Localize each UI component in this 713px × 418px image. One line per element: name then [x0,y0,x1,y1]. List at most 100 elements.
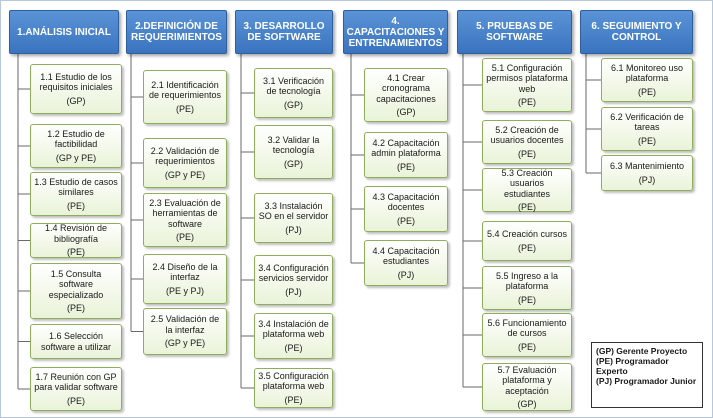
task-label: 3.5 Configuración plataforma web [258,370,329,392]
legend: (GP) Gerente Proyecto (PE) Programador E… [591,342,703,408]
phase-header-3: 3. DESARROLLO DE SOFTWARE [235,10,333,54]
task-box: 2.2 Validación de requerimientos (GP y PE… [143,138,227,188]
task-responsible: (PJ) [638,174,656,185]
task-label: 3.3 Instalación SO en el servidor [258,200,329,222]
task-responsible: (PE) [176,232,194,242]
task-box: 2.1 Identificación de requerimientos(PE) [143,70,227,124]
task-responsible: (PE) [518,97,536,107]
phase-header-2: 2.DEFINICIÓN DE REQUERIMIENTOS [126,10,227,54]
task-box: 5.3 Creación usuarios estudiantes (PE) [482,168,572,212]
task-label: 4.1 Crear cronograma capacitaciones [376,72,436,104]
task-box: 1.3 Estudio de casos similares (PE) [30,172,122,216]
task-label: 2.4 Diseño de la interfaz [152,261,218,283]
task-label: 1.4 Revisión de bibliografía [44,223,108,244]
task-responsible: (GP) [284,158,303,169]
task-label: 4.4 Capacitación estudiantes [372,245,440,267]
task-box: 4.3 Capacitación docentes (PE) [364,186,448,232]
task-label: 3.4 Configuración servicios servidor [258,262,329,284]
task-responsible: (GP y PE) [55,152,97,163]
task-box: 3.3 Instalación SO en el servidor (PJ) [254,193,333,243]
task-box: 5.5 Ingreso a la plataforma (PE) [482,266,572,310]
task-responsible: (PE) [67,200,85,211]
task-label: 6.3 Mantenimiento [609,161,685,171]
task-responsible: (PE) [284,342,303,353]
task-box: 3.1 Verificación de tecnología (GP) [254,68,333,118]
task-label: 1.3 Estudio de casos similares [34,176,118,198]
task-label: 1.2 Estudio de factibilidad [47,128,105,150]
phase-header-6: 6. SEGUIMIENTO Y CONTROL [580,10,693,54]
legend-pj: (PJ) Programador Junior [596,376,697,386]
task-responsible: (GP y PE) [164,338,206,349]
task-responsible: (GP) [517,399,537,409]
task-label: 2.1 Identificación de requerimientos [148,79,222,101]
task-label: 3.2 Validar la tecnología [267,134,320,156]
task-responsible: (GP) [396,107,416,117]
task-responsible: (PE) [67,395,85,406]
task-responsible: (PE) [518,242,536,253]
task-label: 3.4 Instalación de plataforma web [258,318,329,340]
task-label: 1.5 Consulta software especializado [48,268,104,300]
legend-gp: (GP) Gerente Proyecto [596,346,688,356]
task-label: 5.2 Creación de usuarios docentes [490,124,564,146]
task-responsible: (PE) [518,341,536,352]
task-box: 2.5 Validación de la interfaz (GP y PE) [143,308,227,355]
task-label: 2.3 Evaluación de herramientas de softwa… [149,197,221,229]
task-responsible: (GP) [284,99,303,110]
task-responsible: (PE) [67,303,85,313]
task-label: 6.1 Monitoreo uso plataforma [610,62,684,84]
task-box: 5.7 Evaluación plataforma y aceptación (G… [482,363,572,411]
task-box: 2.3 Evaluación de herramientas de softwa… [143,193,227,247]
task-box: 3.2 Validar la tecnología (GP) [254,125,333,179]
task-box: 4.2 Capacitación admin plataforma (PE) [364,132,448,178]
task-responsible: (PJ) [285,286,302,297]
task-responsible: (PE) [518,148,536,159]
phase-header-1: 1.ANÁLISIS INICIAL [9,10,119,54]
task-responsible: (GP) [66,95,86,106]
task-label: 6.2 Verificación de tareas [610,111,684,133]
task-box: 5.1 Configuración permisos plataforma we… [482,58,572,112]
task-responsible: (PE) [397,161,415,172]
task-box: 2.4 Diseño de la interfaz (PE y PJ) [143,254,227,304]
task-box: 5.6 Funcionamiento de cursos (PE) [482,313,572,357]
task-responsible: (PE) [284,394,303,405]
task-box: 6.1 Monitoreo uso plataforma (PE) [601,58,693,102]
task-label: 5.5 Ingreso a la plataforma [495,270,559,292]
task-responsible: (PE) [638,135,656,146]
legend-pe: (PE) Programador Experto [596,356,669,376]
task-label: 1.7 Reunión con GP para validar software [34,371,118,393]
task-responsible: (PE) [518,294,536,305]
task-box: 3.4 Instalación de plataforma web (PE) [254,313,333,359]
task-box: 5.2 Creación de usuarios docentes (PE) [482,120,572,164]
task-box: 6.2 Verificación de tareas (PE) [601,107,693,151]
phase-header-5: 5. PRUEBAS DE SOFTWARE [457,10,572,54]
task-box: 3.4 Configuración servicios servidor (PJ) [254,255,333,305]
task-box: 1.1 Estudio de los requisitos iniciales (… [30,64,122,114]
task-label: 5.3 Creación usuarios estudiantes [501,167,553,199]
task-responsible: (PE) [518,202,536,212]
task-box: 4.4 Capacitación estudiantes (PJ) [364,240,448,286]
task-label: 4.3 Capacitación docentes [372,191,440,213]
task-label: 1.6 Selección software a utilizar [40,331,112,352]
task-box: 1.7 Reunión con GP para validar software… [30,367,122,411]
task-label: 3.1 Verificación de tecnología [262,75,325,97]
task-label: 5.6 Funcionamiento de cursos [487,317,567,339]
task-label: 1.1 Estudio de los requisitos iniciales [39,71,113,93]
task-box: 1.6 Selección software a utilizar [30,324,122,359]
task-responsible: (GP y PE) [164,169,206,180]
task-responsible: (PE) [638,86,656,97]
task-responsible: (PJ) [285,224,302,235]
task-label: 2.2 Validación de requerimientos [150,145,220,167]
task-responsible: (PE y PJ) [165,285,204,296]
task-box: 3.5 Configuración plataforma web (PE) [254,368,333,408]
task-label: 5.7 Evaluación plataforma y aceptación [497,364,557,396]
task-responsible: (PE) [67,247,85,258]
task-label: 4.2 Capacitación admin plataforma [371,137,441,159]
task-box: 1.4 Revisión de bibliografía (PE) [30,223,122,258]
task-box: 4.1 Crear cronograma capacitaciones (GP) [364,68,448,122]
task-box: 1.2 Estudio de factibilidad (GP y PE) [30,124,122,168]
task-responsible: (PE) [397,215,415,226]
phase-header-4: 4. CAPACITACIONES Y ENTRENAMIENTOS [343,10,448,54]
task-label: 2.5 Validación de la interfaz [150,314,220,335]
task-responsible: (PJ) [397,269,415,280]
